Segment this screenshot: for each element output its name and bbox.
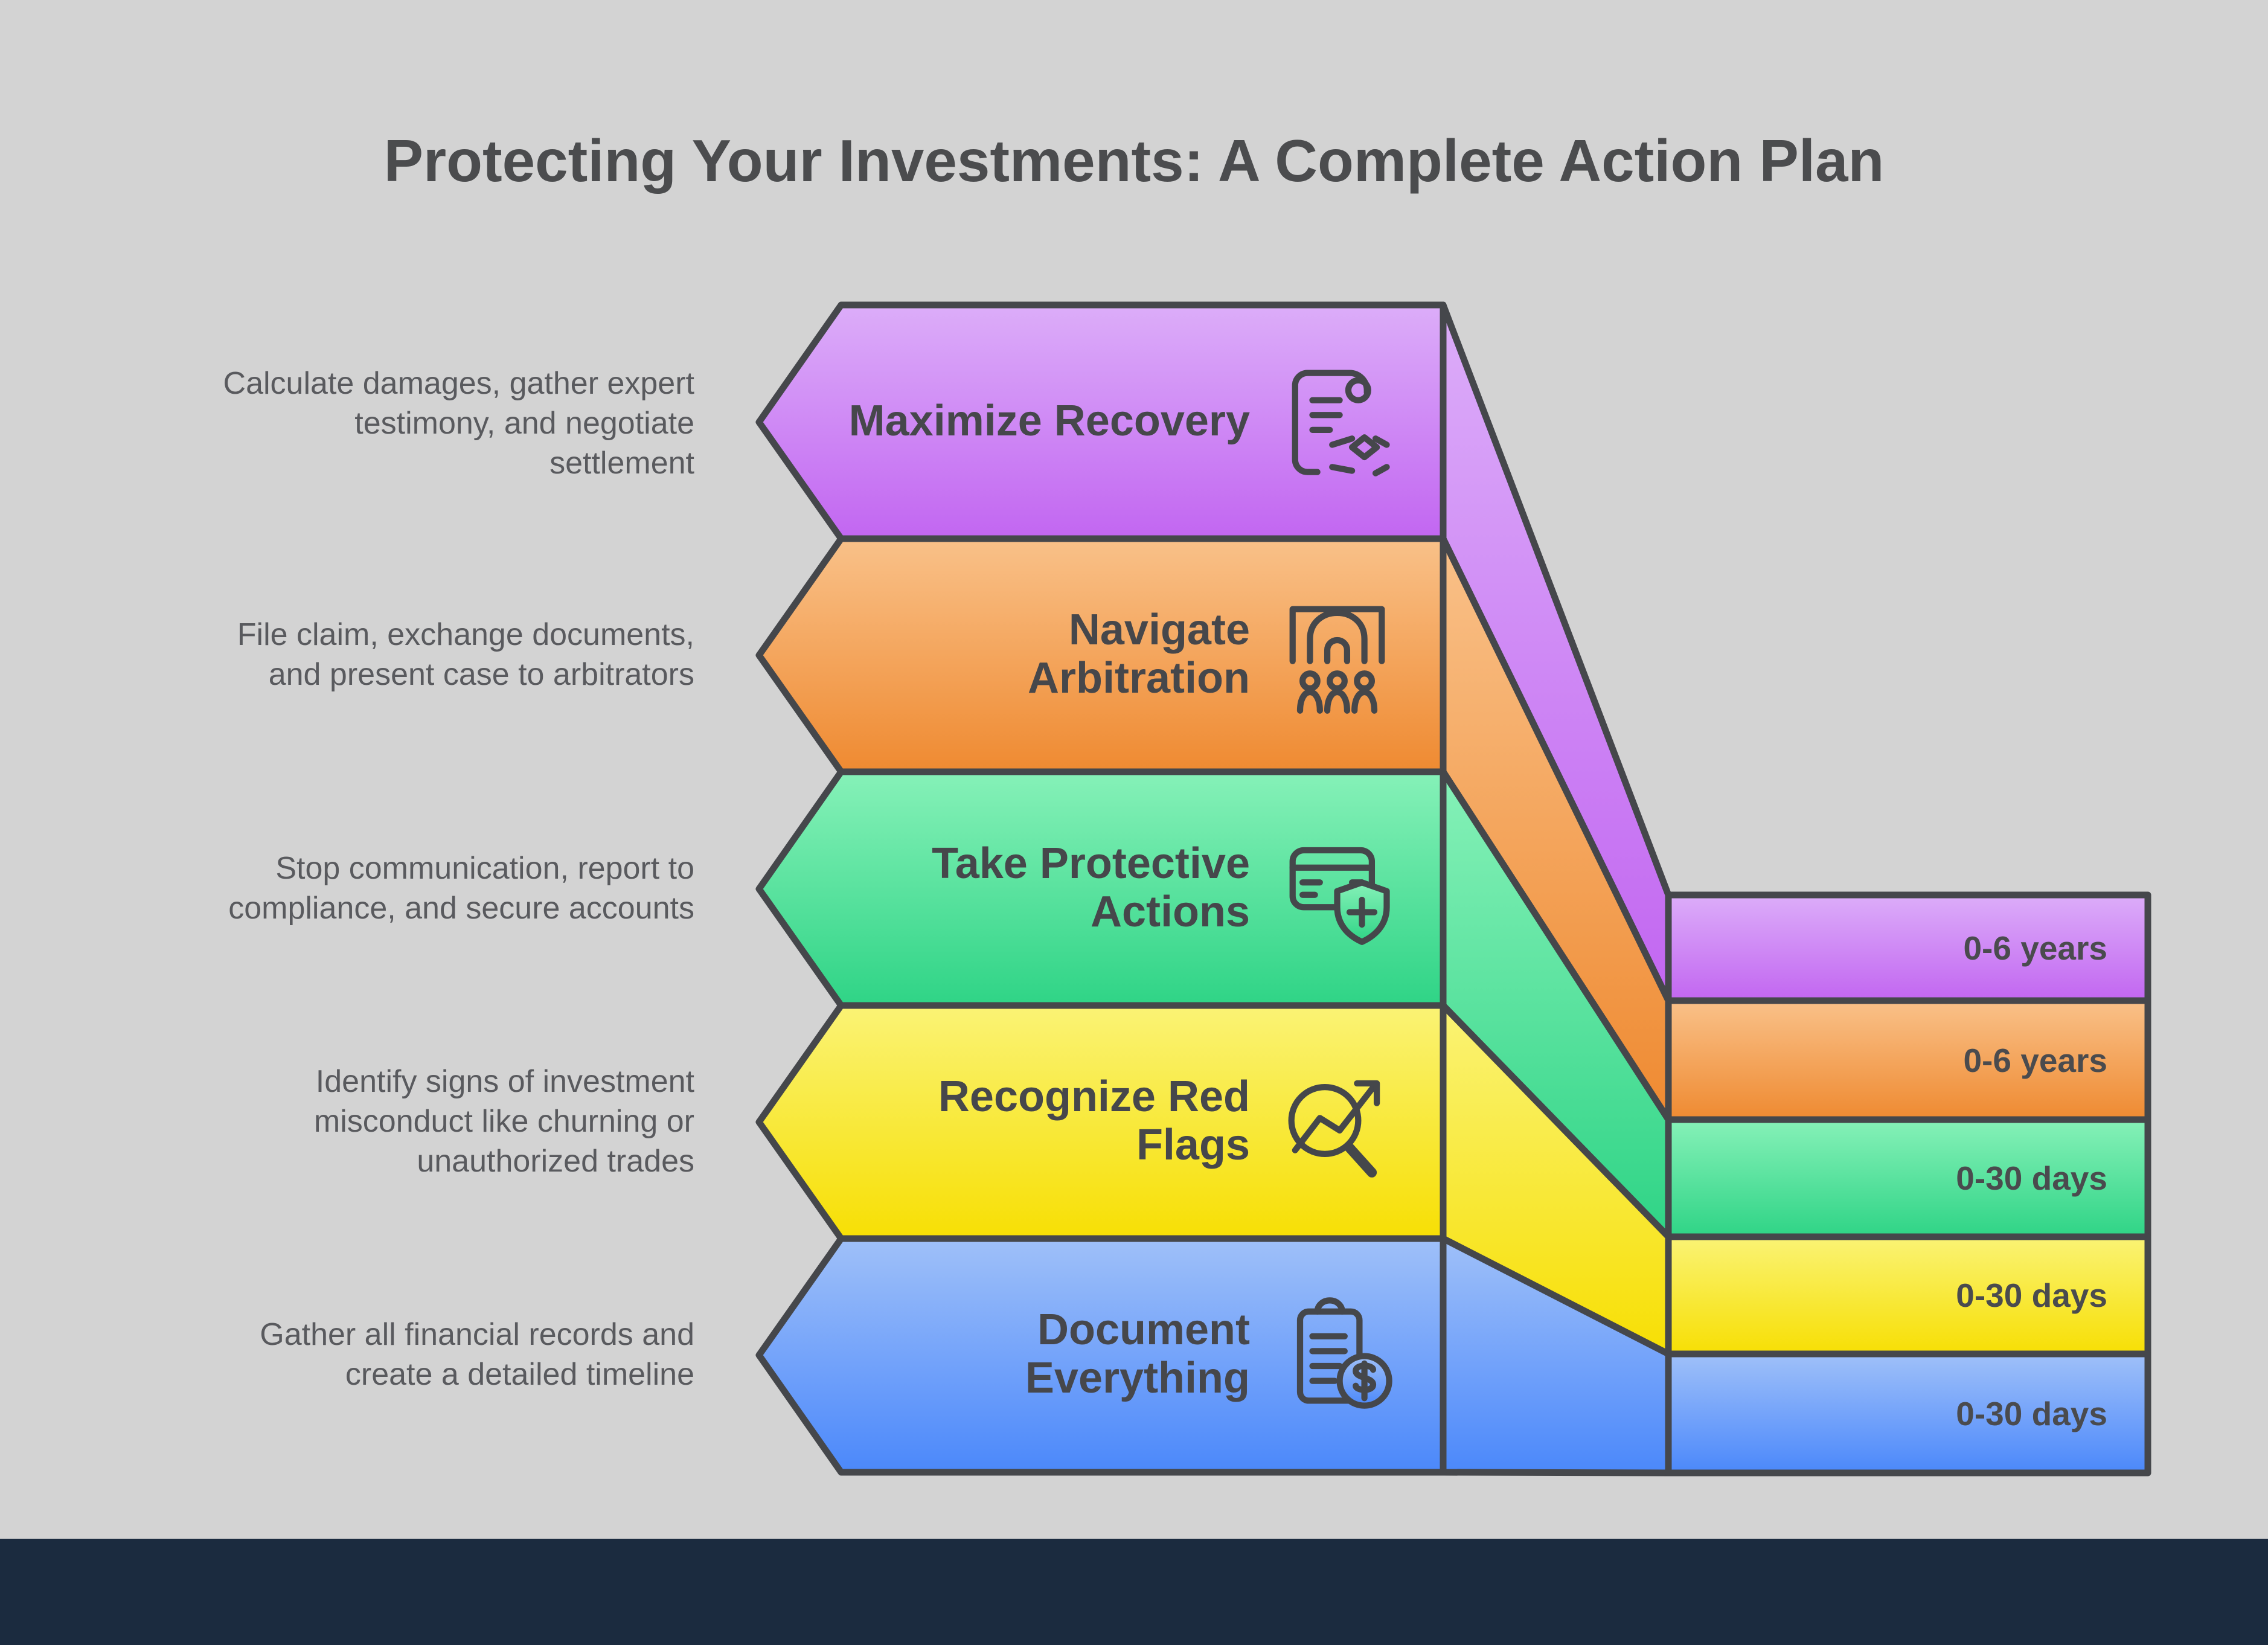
step-arrow-take-protective-actions bbox=[755, 768, 1447, 1009]
step-description-2-line2: and present case to arbitrators bbox=[269, 657, 694, 692]
duration-box-2 bbox=[1665, 997, 2151, 1123]
clipboard-dollar-icon bbox=[1296, 1297, 1392, 1409]
step-description-2-line1: File claim, exchange documents, bbox=[237, 617, 694, 652]
step-description-1-line1: Calculate damages, gather expert bbox=[223, 366, 695, 401]
step-label-2-line2: Arbitration bbox=[1028, 654, 1250, 702]
step-arrow-navigate-arbitration bbox=[755, 535, 1447, 775]
magnifier-trend-icon bbox=[1288, 1080, 1380, 1178]
step-description-1-line2: testimony, and negotiate bbox=[354, 406, 694, 441]
step-label-5-line1: Document bbox=[1037, 1306, 1250, 1354]
contract-handshake-icon bbox=[1292, 370, 1390, 476]
arbitration-panel-icon bbox=[1289, 606, 1385, 714]
diagram bbox=[755, 301, 2151, 1477]
step-label-4-line1: Recognize Red bbox=[938, 1073, 1250, 1121]
duration-box-5 bbox=[1665, 1350, 2151, 1477]
step-description-4-line2: misconduct like churning or bbox=[314, 1104, 694, 1139]
step-label-4-line2: Flags bbox=[1136, 1121, 1250, 1169]
step-description-3-line2: compliance, and secure accounts bbox=[228, 891, 694, 926]
step-description-4-line3: unauthorized trades bbox=[417, 1144, 694, 1179]
step-description-3-line1: Stop communication, report to bbox=[275, 851, 694, 886]
step-arrow-document-everything bbox=[755, 1235, 1447, 1476]
step-labels: Maximize Recovery Navigate Arbitration T… bbox=[849, 397, 1250, 1402]
duration-labels: 0-6 years 0-6 years 0-30 days 0-30 days … bbox=[1956, 929, 2107, 1432]
step-description-5-line1: Gather all financial records and bbox=[260, 1317, 694, 1352]
step-arrow-recognize-red-flags bbox=[755, 1002, 1447, 1242]
step-label-3-line1: Take Protective bbox=[932, 839, 1250, 888]
step-description-1-line3: settlement bbox=[549, 446, 694, 481]
duration-label-2: 0-6 years bbox=[1963, 1042, 2107, 1079]
footer-bar bbox=[0, 1539, 2268, 1645]
step-description-4-line1: Identify signs of investment bbox=[316, 1064, 695, 1099]
duration-box-1 bbox=[1665, 891, 2151, 1004]
duration-label-5: 0-30 days bbox=[1956, 1395, 2107, 1432]
duration-box-3 bbox=[1665, 1116, 2151, 1240]
step-label-3-line2: Actions bbox=[1091, 888, 1250, 936]
duration-label-1: 0-6 years bbox=[1963, 929, 2107, 967]
page-title: Protecting Your Investments: A Complete … bbox=[384, 127, 1885, 194]
card-shield-icon bbox=[1289, 847, 1390, 945]
step-description-5-line2: create a detailed timeline bbox=[345, 1357, 694, 1392]
step-descriptions: Calculate damages, gather expert testimo… bbox=[223, 366, 695, 1392]
step-label-2-line1: Navigate bbox=[1069, 606, 1250, 654]
step-label-5-line2: Everything bbox=[1025, 1354, 1250, 1402]
step-arrow-maximize-recovery bbox=[755, 301, 1447, 542]
duration-label-4: 0-30 days bbox=[1956, 1277, 2107, 1314]
duration-box-4 bbox=[1665, 1233, 2151, 1358]
duration-label-3: 0-30 days bbox=[1956, 1159, 2107, 1197]
step-label-1: Maximize Recovery bbox=[849, 397, 1250, 445]
